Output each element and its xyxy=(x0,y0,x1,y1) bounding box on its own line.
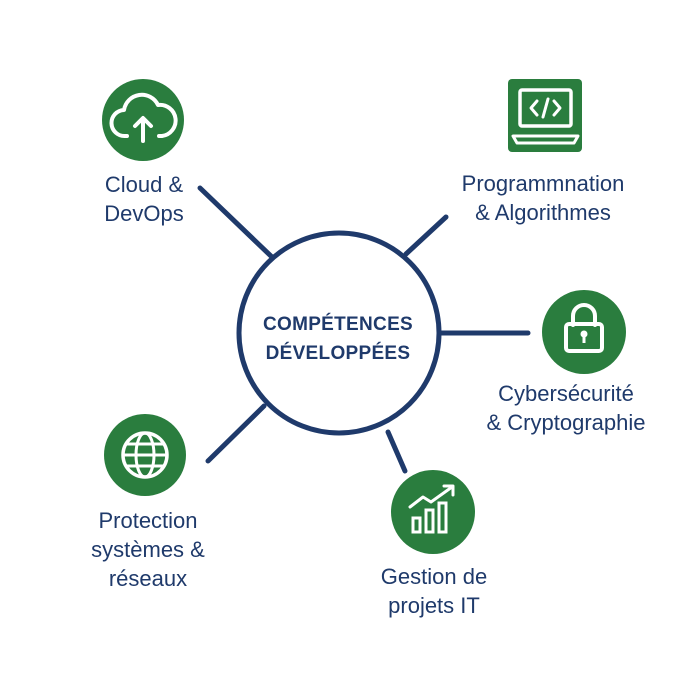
connector-cloud xyxy=(197,185,276,261)
padlock-icon xyxy=(542,290,626,374)
node-label-line: Cloud & xyxy=(104,172,184,197)
growth-chart-icon xyxy=(391,470,475,554)
node-label-protection: Protection systèmes & réseaux xyxy=(70,506,226,593)
center-label: COMPÉTENCES DÉVELOPPÉES xyxy=(246,310,430,368)
node-label-line: projets IT xyxy=(388,593,480,618)
node-label-cloud-devops: Cloud & DevOps xyxy=(86,170,202,228)
center-label-line1: COMPÉTENCES xyxy=(262,314,414,335)
globe-icon xyxy=(104,414,186,496)
connector-gestion xyxy=(385,429,408,474)
node-label-line: Programmnation xyxy=(461,171,625,196)
connector-protection xyxy=(205,403,267,464)
node-label-line: systèmes & xyxy=(91,537,205,562)
center-hub xyxy=(236,230,442,436)
node-label-gestion-projets: Gestion de projets IT xyxy=(360,562,508,620)
node-label-line: Gestion de xyxy=(380,564,488,589)
cloud-upload-icon xyxy=(102,79,184,161)
node-label-programmation: Programmnation & Algorithmes xyxy=(428,169,658,227)
node-label-line: DevOps xyxy=(104,201,184,226)
node-label-cybersecurite: Cybersécurité & Cryptographie xyxy=(460,379,672,437)
node-label-line: & Cryptographie xyxy=(486,410,646,435)
node-label-line: & Algorithmes xyxy=(475,200,611,225)
node-label-line: Protection xyxy=(98,508,198,533)
center-label-line2: DÉVELOPPÉES xyxy=(265,343,411,364)
node-label-line: Cybersécurité xyxy=(498,381,634,406)
laptop-code-icon xyxy=(508,79,582,152)
node-label-line: réseaux xyxy=(108,566,188,591)
connector-programmation xyxy=(403,214,449,257)
